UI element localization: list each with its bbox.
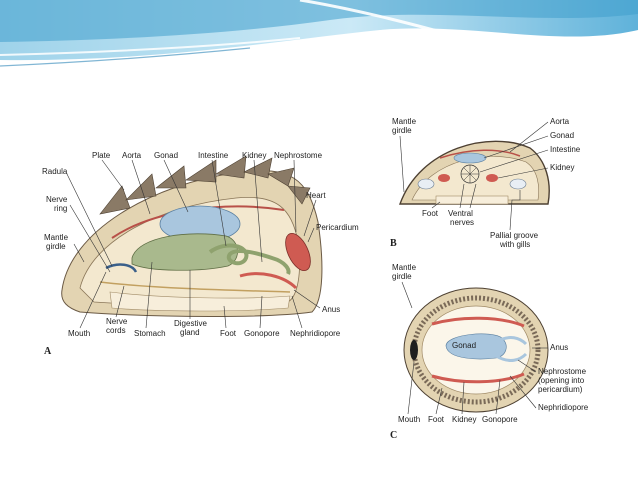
label-mantle-girdle-1: Mantle bbox=[44, 233, 69, 242]
b-label-mantle-girdle-2: girdle bbox=[392, 126, 412, 135]
label-pericardium: Pericardium bbox=[316, 223, 359, 232]
panel-c-kidney-top bbox=[431, 316, 525, 328]
panel-b-kidney-right bbox=[486, 174, 498, 182]
label-nerve-cords-2: cords bbox=[106, 326, 126, 335]
panel-c-mouth-shape bbox=[410, 340, 418, 360]
panel-b: Mantle girdle Aorta Gonad Intestine Kidn… bbox=[390, 117, 581, 249]
c-label-kidney: Kidney bbox=[452, 415, 476, 424]
panel-a-heart-shape bbox=[285, 232, 311, 272]
c-label-anus: Anus bbox=[550, 343, 568, 352]
label-gonad: Gonad bbox=[154, 151, 178, 160]
c-label-nephrostome-1: Nephrostome bbox=[538, 367, 587, 376]
label-aorta: Aorta bbox=[122, 151, 142, 160]
figure-svg: Plate Aorta Gonad Intestine Kidney Nephr… bbox=[42, 117, 589, 441]
panel-b-gill-right bbox=[509, 178, 527, 190]
b-label-ventral-nerves-1: Ventral bbox=[448, 209, 473, 218]
b-label-pallial-groove-2: with gills bbox=[499, 240, 530, 249]
panel-b-leader-lines bbox=[399, 121, 549, 231]
b-label-gonad: Gonad bbox=[550, 131, 574, 140]
b-label-mantle-girdle-1: Mantle bbox=[392, 117, 417, 126]
b-label-kidney: Kidney bbox=[550, 163, 574, 172]
panel-c-leader-lines bbox=[401, 281, 548, 415]
label-kidney: Kidney bbox=[242, 151, 266, 160]
c-label-gonad: Gonad bbox=[452, 341, 476, 350]
panel-b-letter: B bbox=[390, 238, 397, 249]
panel-b-gill-left bbox=[417, 178, 435, 190]
label-digestive-gland-1: Digestive bbox=[174, 319, 207, 328]
label-gonopore: Gonopore bbox=[244, 329, 280, 338]
b-label-foot: Foot bbox=[422, 209, 439, 218]
panel-a-foot-shape bbox=[109, 291, 291, 312]
label-nerve-cords-1: Nerve bbox=[106, 317, 128, 326]
label-stomach: Stomach bbox=[134, 329, 166, 338]
panel-a-intestine-shape bbox=[208, 243, 291, 275]
panel-c: Mantle girdle Gonad Anus Nephrostome (op… bbox=[390, 263, 589, 441]
label-nephrostome: Nephrostome bbox=[274, 151, 323, 160]
panel-a-leader-lines bbox=[65, 159, 321, 329]
b-label-pallial-groove-1: Pallial groove bbox=[490, 231, 539, 240]
panel-c-letter: C bbox=[390, 430, 397, 441]
panel-a-kidney-shape bbox=[239, 272, 298, 290]
label-nerve-ring-1: Nerve bbox=[46, 195, 68, 204]
b-label-ventral-nerves-2: nerves bbox=[450, 218, 474, 227]
b-label-aorta: Aorta bbox=[550, 117, 570, 126]
label-foot: Foot bbox=[220, 329, 237, 338]
c-label-foot: Foot bbox=[428, 415, 445, 424]
panel-c-gill-fringe bbox=[411, 295, 541, 405]
panel-b-kidney-left bbox=[438, 174, 450, 182]
panel-b-gonad-shape bbox=[453, 152, 487, 164]
label-nephridiopore: Nephridiopore bbox=[290, 329, 341, 338]
label-plate: Plate bbox=[92, 151, 111, 160]
label-mantle-girdle-2: girdle bbox=[46, 242, 66, 251]
panel-a-nerve-cord bbox=[99, 281, 291, 293]
c-label-nephridiopore: Nephridiopore bbox=[538, 403, 589, 412]
b-label-intestine: Intestine bbox=[550, 145, 581, 154]
header-wave-banner bbox=[0, 0, 638, 67]
chiton-anatomy-figure: Plate Aorta Gonad Intestine Kidney Nephr… bbox=[40, 112, 596, 446]
label-mouth: Mouth bbox=[68, 329, 90, 338]
label-heart: Heart bbox=[306, 191, 326, 200]
c-label-mouth: Mouth bbox=[398, 415, 420, 424]
c-label-mantle-girdle-2: girdle bbox=[392, 272, 412, 281]
c-label-gonopore: Gonopore bbox=[482, 415, 518, 424]
c-label-mantle-girdle-1: Mantle bbox=[392, 263, 417, 272]
label-nerve-ring-2: ring bbox=[54, 204, 67, 213]
panel-c-kidney-bottom bbox=[431, 372, 525, 384]
panel-a-letter: A bbox=[44, 346, 52, 357]
panel-c-gonad-shape bbox=[445, 333, 507, 360]
panel-a-radula-shape bbox=[105, 263, 138, 273]
c-label-nephrostome-3: pericardium) bbox=[538, 385, 583, 394]
c-label-nephrostome-2: (opening into bbox=[538, 376, 585, 385]
label-anus: Anus bbox=[322, 305, 340, 314]
label-radula: Radula bbox=[42, 167, 68, 176]
label-intestine: Intestine bbox=[198, 151, 229, 160]
label-digestive-gland-2: gland bbox=[180, 328, 200, 337]
panel-a: Plate Aorta Gonad Intestine Kidney Nephr… bbox=[42, 151, 359, 357]
